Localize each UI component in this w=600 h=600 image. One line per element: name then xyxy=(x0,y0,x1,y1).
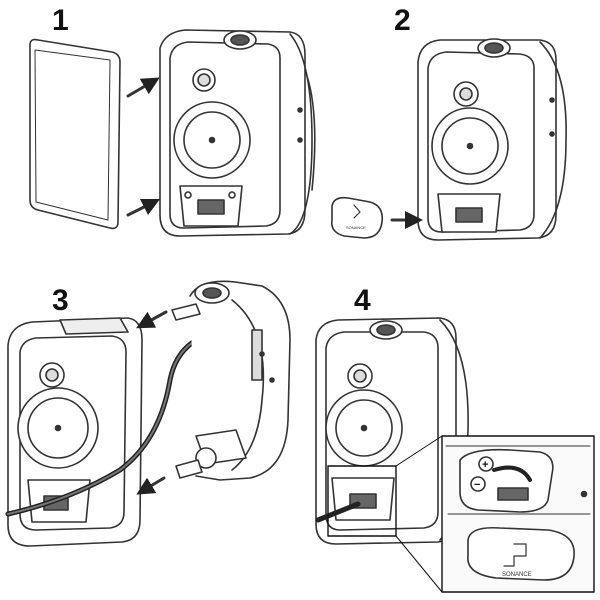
wall-bracket xyxy=(171,280,291,481)
terminal-detail-inset: + − SONANCE xyxy=(395,435,595,593)
step-3-panel xyxy=(5,280,291,547)
step-4-number: 4 xyxy=(354,284,371,317)
speaker-cabinet xyxy=(417,38,567,241)
cover-logo-text: SONANCE xyxy=(346,225,366,230)
step-1-panel xyxy=(29,29,316,237)
terminal-cover: SONANCE xyxy=(330,196,384,239)
step-2-number: 2 xyxy=(394,4,411,37)
step-2-panel: SONANCE xyxy=(330,38,567,241)
speaker-cabinet xyxy=(7,317,143,547)
step-3-number: 3 xyxy=(52,284,69,317)
speaker-cabinet xyxy=(159,29,316,237)
arrow xyxy=(126,198,161,217)
positive-terminal-label: + xyxy=(482,459,488,471)
arrow xyxy=(126,77,160,98)
cover-logo-text: SONANCE xyxy=(502,572,532,578)
arrow xyxy=(136,476,166,495)
negative-terminal-label: − xyxy=(474,479,480,491)
speaker-wire xyxy=(315,501,361,523)
speaker-grille xyxy=(29,38,121,230)
step-4-panel: + − SONANCE xyxy=(315,317,595,593)
step-1-number: 1 xyxy=(52,4,69,37)
highlight-box xyxy=(327,465,397,537)
arrow xyxy=(136,310,168,329)
